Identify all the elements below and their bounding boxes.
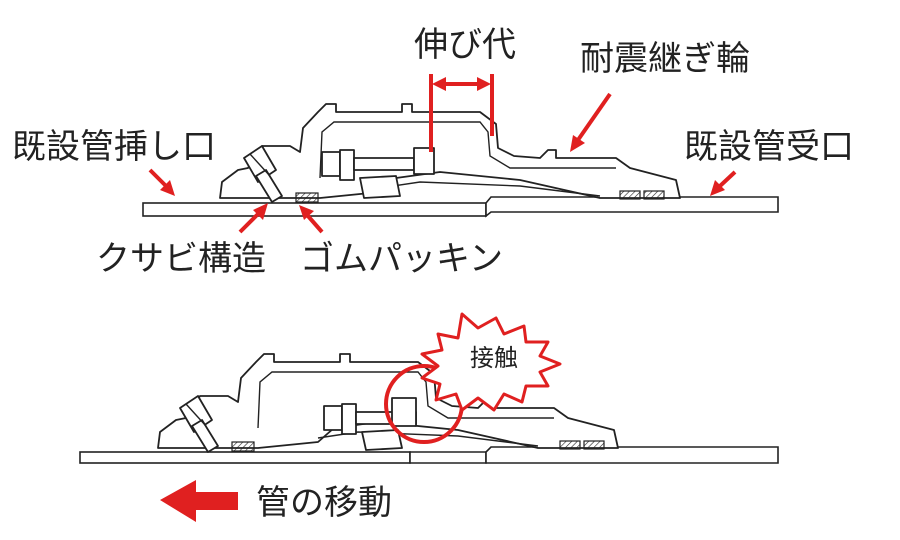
socket-arrow [710,170,737,196]
label-pipe-movement: 管の移動 [256,483,392,523]
bottom-rubber-packing-right-b [583,440,605,450]
label-contact: 接触 [470,344,518,372]
wedge-arrow [238,203,268,234]
bottom-socket-pipe [485,446,779,464]
bottom-spigot-end [409,451,487,464]
seismic-joint-ring-arrow [570,92,612,152]
label-seismic-joint-ring: 耐震継ぎ輪 [580,39,750,79]
spigot-arrow [148,168,175,196]
packing-arrow [299,205,324,234]
bottom-spigot-pipe [79,451,411,464]
bottom-rubber-packing-right-a [559,440,581,450]
bottom-joint-diagram: 接触 管の移動 [79,312,779,523]
bottom-tie-bolt [323,397,417,451]
pipe-movement-arrow [160,480,238,522]
expansion-allowance-marker [429,74,494,152]
top-ring-inner-line-2 [379,181,601,197]
top-joint-diagram: 伸び代 耐震継ぎ輪 既設管挿し口 既設管受口 クサビ構造 ゴムパッキン [12,25,854,279]
top-bolt [243,145,283,203]
top-rubber-packing-right-b [643,190,665,200]
top-rubber-packing [295,192,319,203]
bottom-rubber-packing [231,441,255,452]
label-existing-pipe-spigot: 既設管挿し口 [12,127,216,167]
bottom-ring-inner-line-2 [317,431,539,447]
label-rubber-packing: ゴムパッキン [300,239,503,279]
label-existing-pipe-socket: 既設管受口 [684,127,854,167]
label-expansion-allowance: 伸び代 [414,25,516,65]
contact-burst [420,312,562,412]
top-spigot-pipe [142,202,487,217]
label-wedge-structure: クサビ構造 [96,239,266,279]
top-socket-pipe [485,196,779,218]
top-rubber-packing-right-a [619,190,641,200]
top-ring-inner-line [319,121,616,179]
bottom-bolt [179,395,219,453]
top-tie-bolt [321,147,435,199]
